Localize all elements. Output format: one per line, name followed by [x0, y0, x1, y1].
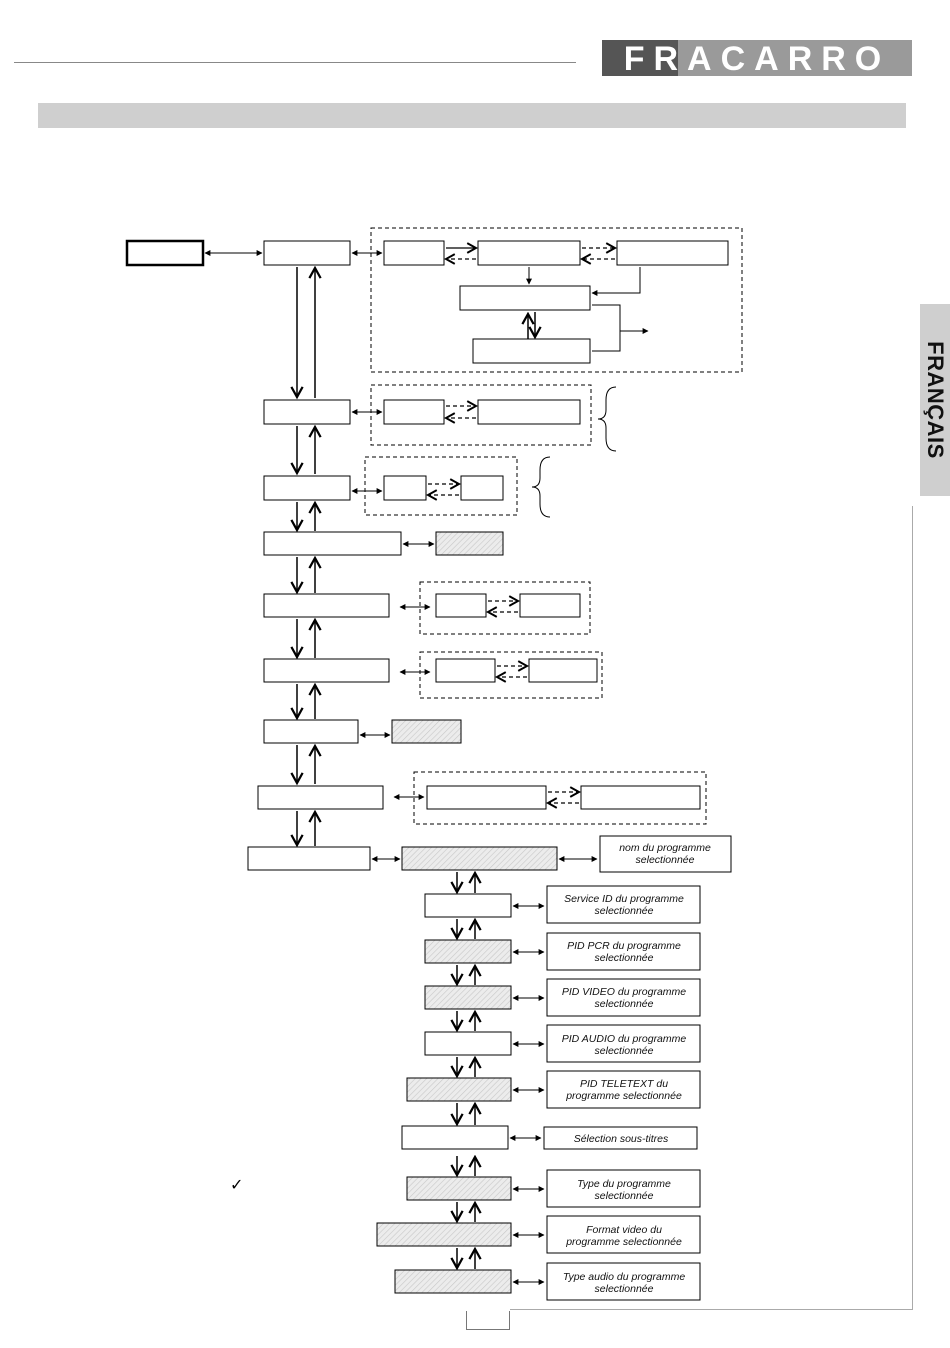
sub-links: [428, 248, 615, 803]
main-box-9: [247, 846, 371, 871]
sub-box-8b: [580, 785, 701, 810]
dashed-group-5: [419, 651, 603, 699]
main-box-8: [257, 785, 384, 810]
logo-text: FRACARRO: [624, 40, 891, 76]
note-audio-type-line1: Type audio du programme: [563, 1271, 686, 1283]
note-pid-pcr-line2: selectionnée: [595, 952, 654, 964]
page-frame-bottom: [510, 1309, 913, 1310]
page-number-box: [466, 1311, 510, 1330]
note-program-type-line2: selectionnée: [595, 1190, 654, 1202]
note-box-program-name: [599, 835, 732, 873]
sub-box-6a: [435, 658, 496, 683]
hatched-box-video-format: [376, 1222, 512, 1247]
main-box-6: [263, 658, 390, 683]
info-box-service-id: [424, 893, 512, 918]
hatched-box-pid-teletext: [406, 1077, 512, 1102]
note-service-id-line2: selectionnée: [595, 905, 654, 917]
note-pid-teletext-line2: programme selectionnée: [565, 1090, 682, 1102]
horizontal-links: [204, 250, 598, 1285]
note-program-type-line1: Type du programme: [577, 1178, 671, 1190]
note-pid-pcr-line1: PID PCR du programme: [567, 940, 681, 952]
note-box-pid-teletext: [546, 1070, 701, 1109]
main-box-1: [263, 240, 351, 266]
note-program-name-line2: selectionnée: [636, 854, 695, 866]
sub-box-2a: [383, 399, 445, 425]
note-box-service-id: [546, 885, 701, 924]
note-pid-video-line2: selectionnée: [595, 998, 654, 1010]
group1-connectors: [528, 267, 649, 352]
hatched-box-pid-pcr: [424, 939, 512, 964]
language-tab: FRANÇAIS: [920, 304, 950, 496]
dashed-group-4: [419, 581, 591, 635]
sub-box-1d: [459, 285, 591, 311]
hatched-box-4: [435, 531, 504, 556]
main-box-3: [263, 475, 351, 501]
sub-box-6b: [528, 658, 598, 683]
fracarro-logo: FRACARRO: [602, 40, 912, 78]
note-video-format-line1: Format video du: [586, 1224, 662, 1236]
note-box-audio-type: [546, 1262, 701, 1301]
hatched-boxes: [376, 531, 558, 1294]
sub-box-1c: [616, 240, 729, 266]
main-box-7: [263, 719, 359, 744]
main-box-5: [263, 593, 390, 618]
hatched-box-program-type: [406, 1176, 512, 1201]
note-texts: nom du programme selectionnée Service ID…: [562, 842, 711, 1295]
title-band: [38, 103, 906, 128]
sub-box-5a: [435, 593, 487, 618]
info-box-pid-audio: [424, 1031, 512, 1056]
page-frame-right: [912, 506, 913, 1310]
sub-box-3b: [460, 475, 504, 501]
note-pid-teletext-line1: PID TELETEXT du: [580, 1078, 668, 1090]
note-pid-video-line1: PID VIDEO du programme: [562, 986, 686, 998]
start-box: [125, 239, 205, 267]
hatched-box-program-name: [401, 846, 558, 871]
vertical-links: [297, 267, 475, 1269]
note-program-name-line1: nom du programme: [619, 842, 711, 854]
note-box-subtitles: [543, 1126, 698, 1150]
brace-2: [531, 456, 551, 518]
header-rule: [14, 62, 576, 63]
hatched-box-7: [391, 719, 462, 744]
sub-box-1b: [477, 240, 581, 266]
hatched-box-audio-type: [394, 1269, 512, 1294]
sub-box-2b: [477, 399, 581, 425]
main-box-2: [263, 399, 351, 425]
hatched-box-pid-video: [424, 985, 512, 1010]
sub-box-3a: [383, 475, 427, 501]
note-audio-type-line2: selectionnée: [595, 1283, 654, 1295]
note-video-format-line2: programme selectionnée: [565, 1236, 682, 1248]
note-box-pid-audio: [546, 1024, 701, 1063]
note-box-pid-pcr: [546, 932, 701, 971]
note-box-program-type: [546, 1169, 701, 1208]
dashed-group-1: [370, 227, 743, 373]
note-pid-audio-line2: selectionnée: [595, 1045, 654, 1057]
main-box-4: [263, 531, 402, 556]
sub-box-1e: [472, 338, 591, 364]
sub-box-8a: [426, 785, 547, 810]
sub-box-1a: [383, 240, 445, 266]
info-box-subtitles: [401, 1125, 509, 1150]
note-subtitles: Sélection sous-titres: [574, 1133, 669, 1145]
note-boxes: [543, 835, 732, 1301]
note-pid-audio-line1: PID AUDIO du programme: [562, 1033, 687, 1045]
check-mark: ✓: [230, 1175, 243, 1194]
note-box-video-format: [546, 1215, 701, 1254]
note-service-id-line1: Service ID du programme: [564, 893, 684, 905]
brace-1: [597, 386, 617, 452]
sub-box-5b: [519, 593, 581, 618]
note-box-pid-video: [546, 978, 701, 1017]
